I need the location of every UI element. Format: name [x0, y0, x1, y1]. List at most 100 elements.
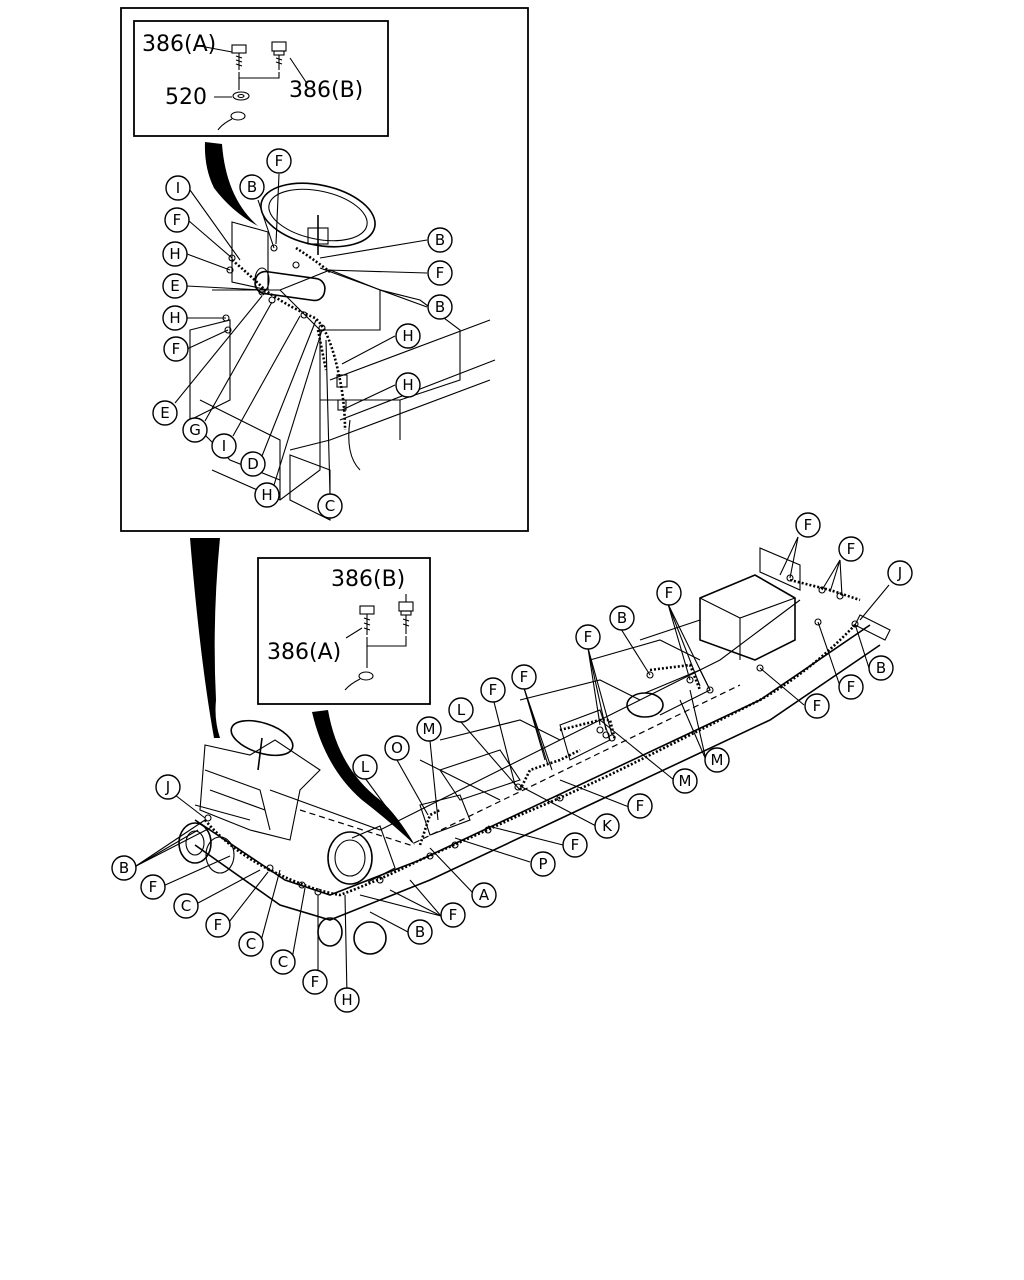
callout-f: F — [140, 874, 166, 900]
svg-text:B: B — [876, 659, 886, 677]
callout-b: B — [427, 294, 453, 320]
svg-text:M: M — [679, 772, 692, 790]
svg-text:F: F — [214, 916, 223, 934]
callout-h: H — [162, 241, 188, 267]
svg-text:F: F — [520, 668, 529, 686]
svg-text:M: M — [423, 720, 436, 738]
callout-f: F — [562, 832, 588, 858]
svg-text:M: M — [711, 751, 724, 769]
bolt-a-icon — [231, 44, 247, 70]
callout-h: H — [395, 323, 421, 349]
callout-h: H — [395, 372, 421, 398]
bolt-b-icon-mid — [398, 601, 414, 634]
callout-f: F — [838, 674, 864, 700]
svg-text:C: C — [246, 935, 256, 953]
callout-f: F — [838, 536, 864, 562]
callout-f: F — [302, 969, 328, 995]
svg-text:B: B — [247, 178, 257, 196]
svg-text:G: G — [189, 421, 201, 439]
svg-text:H: H — [341, 991, 352, 1009]
callout-f: F — [427, 260, 453, 286]
bolt-386a-label-mid: 386(A) — [267, 640, 341, 665]
callout-f: F — [205, 912, 231, 938]
svg-text:F: F — [149, 878, 158, 896]
svg-text:B: B — [435, 231, 445, 249]
svg-text:H: H — [261, 486, 272, 504]
callout-k: K — [594, 813, 620, 839]
svg-text:F: F — [665, 584, 674, 602]
callout-e: E — [152, 400, 178, 426]
callout-b: B — [239, 174, 265, 200]
callout-m: M — [416, 716, 442, 742]
svg-text:C: C — [181, 897, 191, 915]
ring-terminal-icon — [217, 111, 246, 131]
callout-e: E — [162, 273, 188, 299]
callout-f: F — [575, 624, 601, 650]
svg-text:B: B — [415, 923, 425, 941]
pointer-arrow-top — [204, 142, 258, 226]
bolt-a-icon-mid — [359, 605, 375, 635]
callout-c: C — [173, 893, 199, 919]
svg-text:D: D — [247, 455, 259, 473]
callout-j: J — [155, 774, 181, 800]
svg-text:F: F — [636, 797, 645, 815]
svg-text:F: F — [813, 697, 822, 715]
callout-p: P — [530, 851, 556, 877]
svg-text:E: E — [170, 277, 179, 295]
callout-f: F — [164, 207, 190, 233]
svg-text:E: E — [160, 404, 169, 422]
svg-text:C: C — [278, 953, 288, 971]
washer-520-label: 520 — [165, 85, 207, 110]
bolt-detail-inset-mid: 386(B) 386(A) — [257, 557, 431, 705]
callout-b: B — [609, 605, 635, 631]
ring-terminal-icon-mid — [344, 671, 374, 691]
callout-b: B — [868, 655, 894, 681]
svg-text:C: C — [325, 497, 335, 515]
svg-text:F: F — [436, 264, 445, 282]
callout-j: J — [887, 560, 913, 586]
svg-text:F: F — [584, 628, 593, 646]
washer-icon — [232, 91, 250, 101]
svg-text:H: H — [169, 245, 180, 263]
callout-l: L — [352, 754, 378, 780]
svg-text:J: J — [897, 564, 902, 582]
callout-b: B — [407, 919, 433, 945]
callout-c: C — [317, 493, 343, 519]
svg-text:J: J — [165, 778, 170, 796]
callout-f: F — [656, 580, 682, 606]
svg-text:F: F — [173, 211, 182, 229]
svg-text:F: F — [804, 516, 813, 534]
svg-text:L: L — [457, 701, 466, 719]
callout-f: F — [440, 902, 466, 928]
svg-text:P: P — [538, 855, 547, 873]
chassis-drawing — [135, 536, 891, 997]
callout-f: F — [804, 693, 830, 719]
callout-h: H — [334, 987, 360, 1013]
svg-text:I: I — [176, 179, 180, 197]
callout-o: O — [384, 735, 410, 761]
callout-c: C — [270, 949, 296, 975]
svg-text:F: F — [311, 973, 320, 991]
bolt-386b-label-mid: 386(B) — [331, 567, 405, 592]
callout-i: I — [165, 175, 191, 201]
callout-h: H — [254, 482, 280, 508]
svg-text:F: F — [275, 152, 284, 170]
svg-text:B: B — [617, 609, 627, 627]
svg-text:F: F — [449, 906, 458, 924]
callout-i: I — [211, 433, 237, 459]
callout-f: F — [480, 677, 506, 703]
callout-m: M — [704, 747, 730, 773]
svg-text:B: B — [435, 298, 445, 316]
svg-text:F: F — [847, 540, 856, 558]
callout-g: G — [182, 417, 208, 443]
callout-f: F — [627, 793, 653, 819]
callout-f: F — [163, 336, 189, 362]
svg-text:K: K — [602, 817, 613, 835]
svg-text:H: H — [402, 376, 413, 394]
pointer-arrow-left — [190, 538, 220, 738]
svg-text:B: B — [119, 859, 129, 877]
callout-f: F — [511, 664, 537, 690]
callout-f: F — [795, 512, 821, 538]
callout-d: D — [240, 451, 266, 477]
